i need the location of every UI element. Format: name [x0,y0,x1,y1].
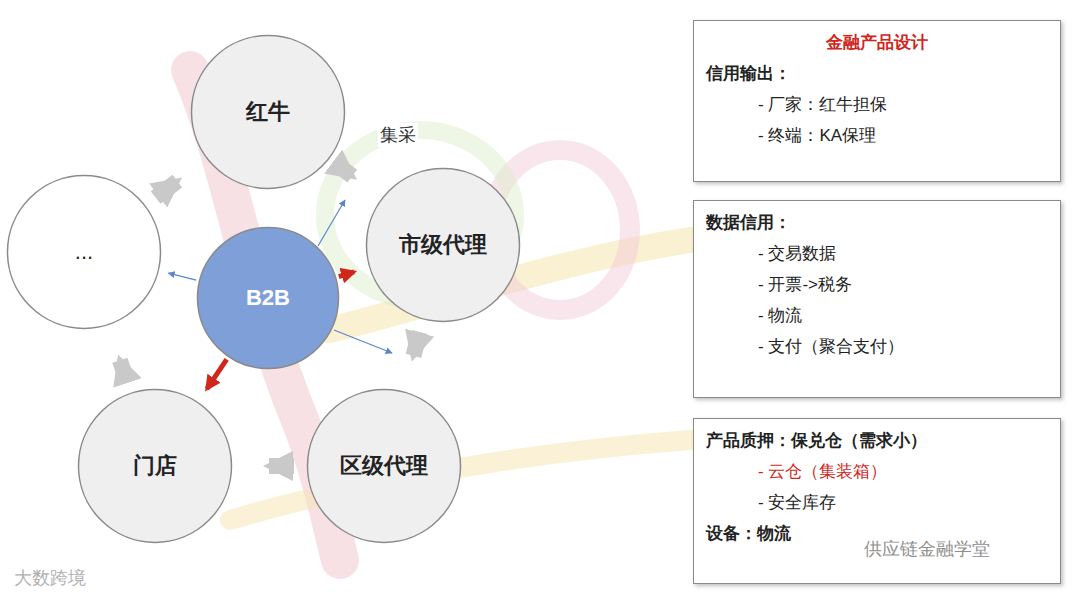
platform-circle: B2B [196,226,340,370]
panel-line: - 云仓（集装箱） [706,456,1048,487]
store-circle: 门店 [77,388,233,544]
link-arrow [339,272,354,277]
panel-line: - 终端：KA保理 [706,120,1048,151]
panel-heading: 金融产品设计 [706,27,1048,58]
flow-arrow [156,181,178,197]
node-label: ... [75,239,93,265]
panel-line: - 物流 [706,300,1048,331]
node-label: 区级代理 [340,451,428,481]
thin-arrow [318,200,345,246]
node-label: B2B [246,285,290,311]
edge-label: 集采 [378,123,418,147]
watermark: 大数跨境 [14,566,86,590]
brush-stroke [230,440,690,520]
panel-line: - 支付（聚合支付） [706,331,1048,362]
watermark: 供应链金融学堂 [864,537,990,561]
thin-arrow [334,330,392,353]
flow-arrow [269,458,294,474]
circle-shape [198,228,339,369]
panel-heading: 产品质押：保兑仓（需求小） [706,425,1048,456]
node-label: 市级代理 [399,230,487,260]
link-arrow [168,273,196,280]
city-agent-circle: 市级代理 [365,167,521,323]
node-label: 门店 [133,451,177,481]
circle-shape [367,169,520,322]
flow-arrow [120,360,127,380]
panel-line: - 安全库存 [706,487,1048,518]
manufacturer-circle: 红牛 [190,34,346,190]
circle-shape [8,176,161,329]
other-circle: ... [6,174,162,330]
flow-arrow [340,166,353,176]
panel-line: - 厂家：红牛担保 [706,89,1048,120]
panel-line: 信用输出： [706,58,1048,89]
pledge-panel: 产品质押：保兑仓（需求小）- 云仓（集装箱）- 安全库存设备：物流 [693,418,1061,584]
link-arrow [207,359,227,388]
panel-heading: 数据信用： [706,207,1048,238]
finance-panel: 金融产品设计信用输出：- 厂家：红牛担保- 终端：KA保理 [693,20,1061,182]
circle-shape [192,36,345,189]
flow-arrow [413,332,419,356]
circle-shape [308,390,461,543]
data-credit-panel: 数据信用：- 交易数据- 开票->税务- 物流- 支付（聚合支付） [693,200,1061,398]
node-label: 红牛 [246,97,290,127]
circle-shape [79,390,232,543]
panel-line: - 交易数据 [706,238,1048,269]
district-agent-circle: 区级代理 [306,388,462,544]
panel-line: - 开票->税务 [706,269,1048,300]
